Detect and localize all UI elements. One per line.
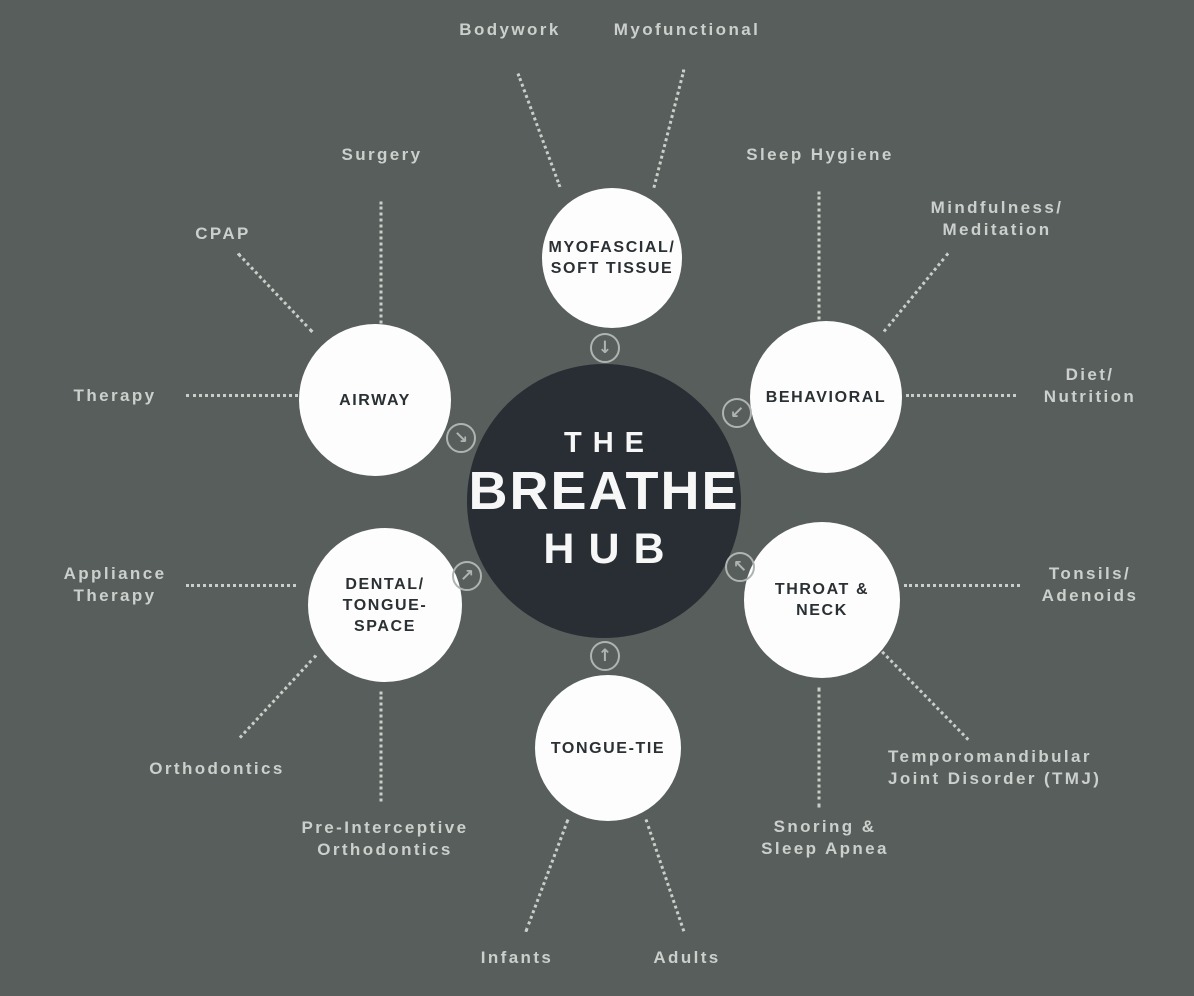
label-adults: Adults [653,948,721,967]
node-behavioral: BEHAVIORAL [750,321,902,473]
label-mindfulness-meditation: Mindfulness/ Meditation [930,198,1064,239]
node-label: AIRWAY [339,391,411,409]
connector-tmj-throat [876,646,970,741]
connector-infants-tonguetie [524,818,570,933]
node-airway: AIRWAY [299,324,451,476]
arrow-up-icon: ↑ [590,641,620,671]
connector-orthodontics-dental [238,654,318,739]
connector-diet-behavioral [906,394,1016,397]
connector-snoring-throat [817,687,821,808]
label-surgery: Surgery [341,145,423,164]
label-tonsils-adenoids: Tonsils/ Adenoids [1041,564,1139,605]
connector-mindfulness-behavioral [882,252,950,333]
connector-bodywork-myofascial [516,72,562,188]
connector-appliance-dental [186,584,296,587]
label-myofunctional: Myofunctional [613,20,761,39]
label-bodywork: Bodywork [459,20,561,39]
connector-preinterceptive-dental [379,691,383,802]
connector-surgery-airway [379,201,383,324]
label-pre-interceptive-orthodontics: Pre-Interceptive Orthodontics [301,818,469,859]
arrow-up-right-icon: ↗ [452,561,482,591]
node-throat-neck: THROAT & NECK [744,522,900,678]
arrow-down-left-icon: ↙ [722,398,752,428]
node-label: MYOFASCIAL/ SOFT TISSUE [548,239,676,277]
label-tmj: Temporomandibular Joint Disorder (TMJ) [888,747,1102,788]
node-label: DENTAL/ TONGUE- SPACE [342,575,428,635]
label-infants: Infants [480,948,554,967]
label-cpap: CPAP [195,224,251,243]
hub-title-breathe: BREATHE [468,461,740,521]
node-label: THROAT & NECK [774,581,870,619]
connector-adults-tonguetie [644,819,686,932]
connector-myofunctional-myofascial [652,69,686,189]
connector-cpap-airway [236,252,314,333]
hub-title-the: THE [564,427,655,459]
node-myofascial-soft-tissue: MYOFASCIAL/ SOFT TISSUE [542,188,682,328]
arrow-up-left-icon: ↖ [725,552,755,582]
label-snoring-sleep-apnea: Snoring & Sleep Apnea [761,817,889,858]
label-therapy: Therapy [73,386,157,405]
node-tongue-tie: TONGUE-TIE [535,675,681,821]
label-appliance-therapy: Appliance Therapy [63,564,167,605]
connector-sleephygiene-behavioral [817,191,821,320]
hub-title-hub: HUB [543,525,679,573]
connector-tonsils-throat [904,584,1020,587]
node-dental-tongue-space: DENTAL/ TONGUE- SPACE [308,528,462,682]
connector-therapy-airway [186,394,298,397]
label-sleep-hygiene: Sleep Hygiene [746,145,894,164]
node-label: TONGUE-TIE [550,739,666,757]
label-diet-nutrition: Diet/ Nutrition [1043,365,1137,406]
label-orthodontics: Orthodontics [149,759,285,778]
center-hub: THE BREATHE HUB [467,364,741,638]
arrow-down-icon: ↓ [590,333,620,363]
node-label: BEHAVIORAL [765,388,887,406]
arrow-down-right-icon: ↘ [446,423,476,453]
